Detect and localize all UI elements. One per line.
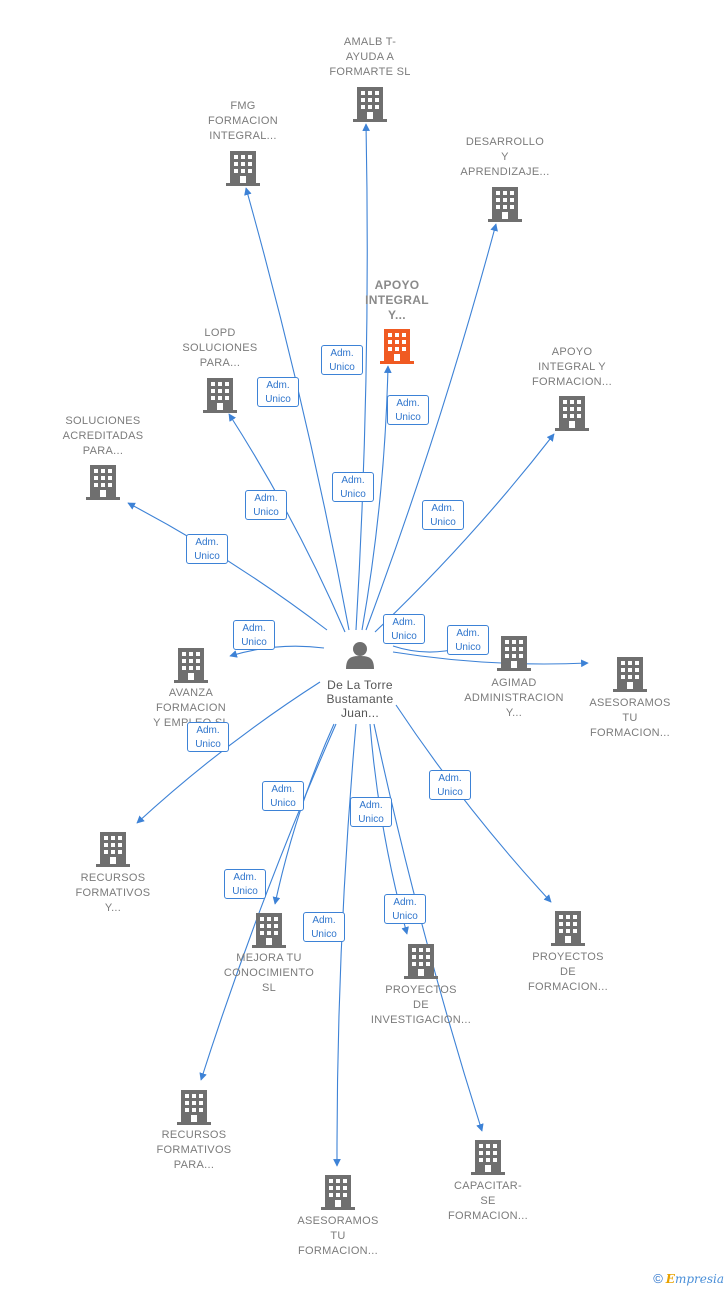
person-node-label[interactable]: De La Torre Bustamante Juan... — [326, 678, 394, 720]
footer-brand: ©Empresia — [653, 1271, 724, 1286]
building-icon[interactable] — [471, 1140, 505, 1175]
building-icon[interactable] — [404, 944, 438, 979]
role-badge-adm-unico[interactable]: Adm. Unico — [245, 490, 287, 520]
edge-n6 — [374, 433, 555, 633]
role-badge-adm-unico[interactable]: Adm. Unico — [422, 500, 464, 530]
edge-n3 — [365, 223, 498, 631]
role-badge-adm-unico[interactable]: Adm. Unico — [321, 345, 363, 375]
company-node-label[interactable]: PROYECTOS DE FORMACION... — [528, 951, 608, 993]
edge-n15 — [199, 723, 337, 1081]
edge-n14 — [395, 704, 552, 903]
company-node-label[interactable]: LOPD SOLUCIONES PARA... — [182, 327, 258, 369]
company-node-label[interactable]: APOYO INTEGRAL Y... — [365, 278, 429, 322]
company-node-label[interactable]: DESARROLLO Y APRENDIZAJE... — [460, 136, 550, 178]
role-badge-adm-unico[interactable]: Adm. Unico — [350, 797, 392, 827]
building-icon[interactable] — [613, 657, 647, 692]
role-badge-adm-unico[interactable]: Adm. Unico — [332, 472, 374, 502]
building-icon[interactable] — [203, 378, 237, 413]
role-badge-adm-unico[interactable]: Adm. Unico — [384, 894, 426, 924]
role-badge-adm-unico[interactable]: Adm. Unico — [233, 620, 275, 650]
company-node-label[interactable]: MEJORA TU CONOCIMIENTO SL — [223, 952, 315, 994]
edge-n17 — [373, 723, 484, 1132]
company-node-label[interactable]: RECURSOS FORMATIVOS Y... — [75, 872, 151, 914]
edge-n8 — [229, 645, 325, 658]
person-icon[interactable] — [346, 642, 374, 669]
edge-n1 — [355, 123, 370, 631]
role-badge-adm-unico[interactable]: Adm. Unico — [387, 395, 429, 425]
edge-n7 — [127, 502, 328, 631]
building-icon[interactable] — [86, 465, 120, 500]
company-node-label[interactable]: AMALB T- AYUDA A FORMARTE SL — [329, 36, 411, 78]
role-badge-adm-unico[interactable]: Adm. Unico — [262, 781, 304, 811]
company-node-label[interactable]: ASESORAMOS TU FORMACION... — [297, 1215, 379, 1257]
building-icon[interactable] — [321, 1175, 355, 1210]
building-icon[interactable] — [177, 1090, 211, 1125]
edge-n10 — [392, 651, 589, 668]
building-icon[interactable] — [174, 648, 208, 683]
edge-n5 — [228, 413, 346, 633]
building-icon[interactable] — [488, 187, 522, 222]
building-icon[interactable] — [353, 87, 387, 122]
role-badge-adm-unico[interactable]: Adm. Unico — [186, 534, 228, 564]
edge-n4 — [361, 365, 392, 631]
edge-n2 — [244, 187, 350, 631]
copyright-symbol: © — [653, 1271, 663, 1286]
building-icon[interactable] — [497, 636, 531, 671]
brand-logo: Empresia — [665, 1272, 724, 1286]
company-node-label[interactable]: PROYECTOS DE INVESTIGACION... — [370, 984, 472, 1026]
company-node-label[interactable]: RECURSOS FORMATIVOS PARA... — [156, 1129, 232, 1171]
company-node-label[interactable]: FMG FORMACION INTEGRAL... — [208, 100, 278, 142]
role-badge-adm-unico[interactable]: Adm. Unico — [224, 869, 266, 899]
role-badge-adm-unico[interactable]: Adm. Unico — [429, 770, 471, 800]
building-icon[interactable] — [252, 913, 286, 948]
company-node-label[interactable]: CAPACITAR- SE FORMACION... — [448, 1180, 528, 1222]
company-node-label[interactable]: APOYO INTEGRAL Y FORMACION... — [532, 346, 612, 388]
building-icon[interactable] — [555, 396, 589, 431]
role-badge-adm-unico[interactable]: Adm. Unico — [383, 614, 425, 644]
company-node-label[interactable]: SOLUCIONES ACREDITADAS PARA... — [62, 415, 144, 457]
company-node-label[interactable]: ASESORAMOS TU FORMACION... — [589, 697, 671, 739]
role-badge-adm-unico[interactable]: Adm. Unico — [447, 625, 489, 655]
building-icon[interactable] — [380, 329, 414, 364]
building-icon[interactable] — [551, 911, 585, 946]
edge-n12 — [272, 723, 335, 905]
building-icon[interactable] — [226, 151, 260, 186]
building-icon[interactable] — [96, 832, 130, 867]
role-badge-adm-unico[interactable]: Adm. Unico — [187, 722, 229, 752]
company-node-label[interactable]: AGIMAD ADMINISTRACION Y... — [464, 677, 564, 719]
role-badge-adm-unico[interactable]: Adm. Unico — [257, 377, 299, 407]
role-badge-adm-unico[interactable]: Adm. Unico — [303, 912, 345, 942]
edge-n16 — [333, 723, 357, 1167]
